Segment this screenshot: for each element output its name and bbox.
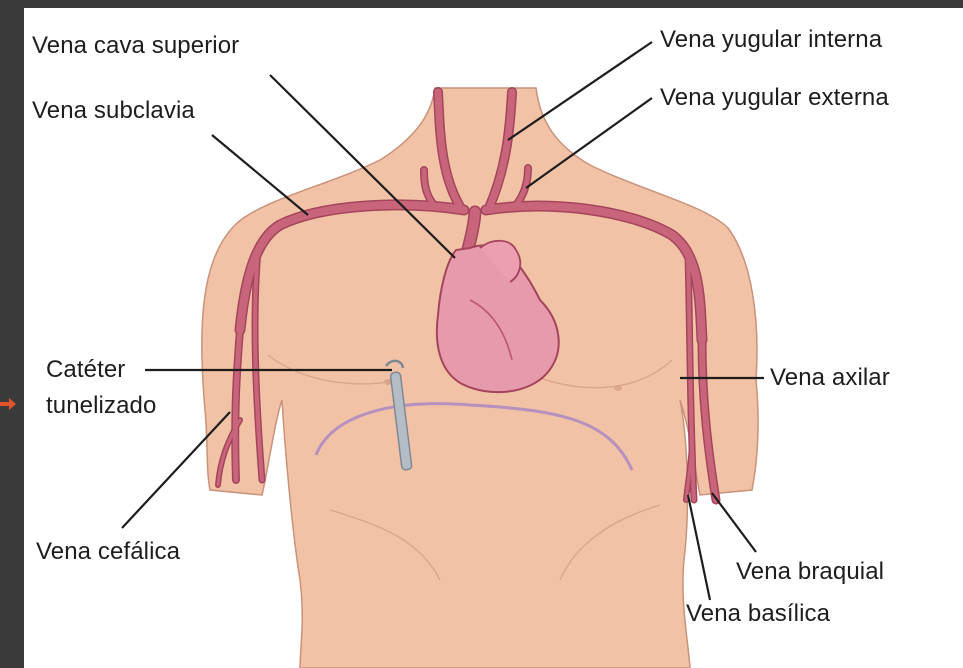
label-vena-yugular-interna: Vena yugular interna bbox=[660, 26, 882, 54]
label-vena-cefalica: Vena cefálica bbox=[36, 538, 180, 566]
label-vena-yugular-externa: Vena yugular externa bbox=[660, 84, 889, 112]
leader-vena-subclavia bbox=[212, 135, 308, 215]
pointer-arrow-icon bbox=[0, 397, 16, 411]
label-vena-cava-superior: Vena cava superior bbox=[32, 32, 239, 60]
nipple-right bbox=[614, 385, 622, 391]
leader-vena-braquial bbox=[712, 493, 756, 552]
label-vena-braquial: Vena braquial bbox=[736, 558, 884, 586]
label-vena-subclavia: Vena subclavia bbox=[32, 97, 195, 125]
label-cateter-line2: tunelizado bbox=[46, 392, 156, 420]
leader-vena-basilica bbox=[688, 495, 710, 600]
label-cateter-line1: Catéter bbox=[46, 356, 125, 384]
label-vena-basilica: Vena basílica bbox=[686, 600, 830, 628]
label-vena-axilar: Vena axilar bbox=[770, 364, 890, 392]
